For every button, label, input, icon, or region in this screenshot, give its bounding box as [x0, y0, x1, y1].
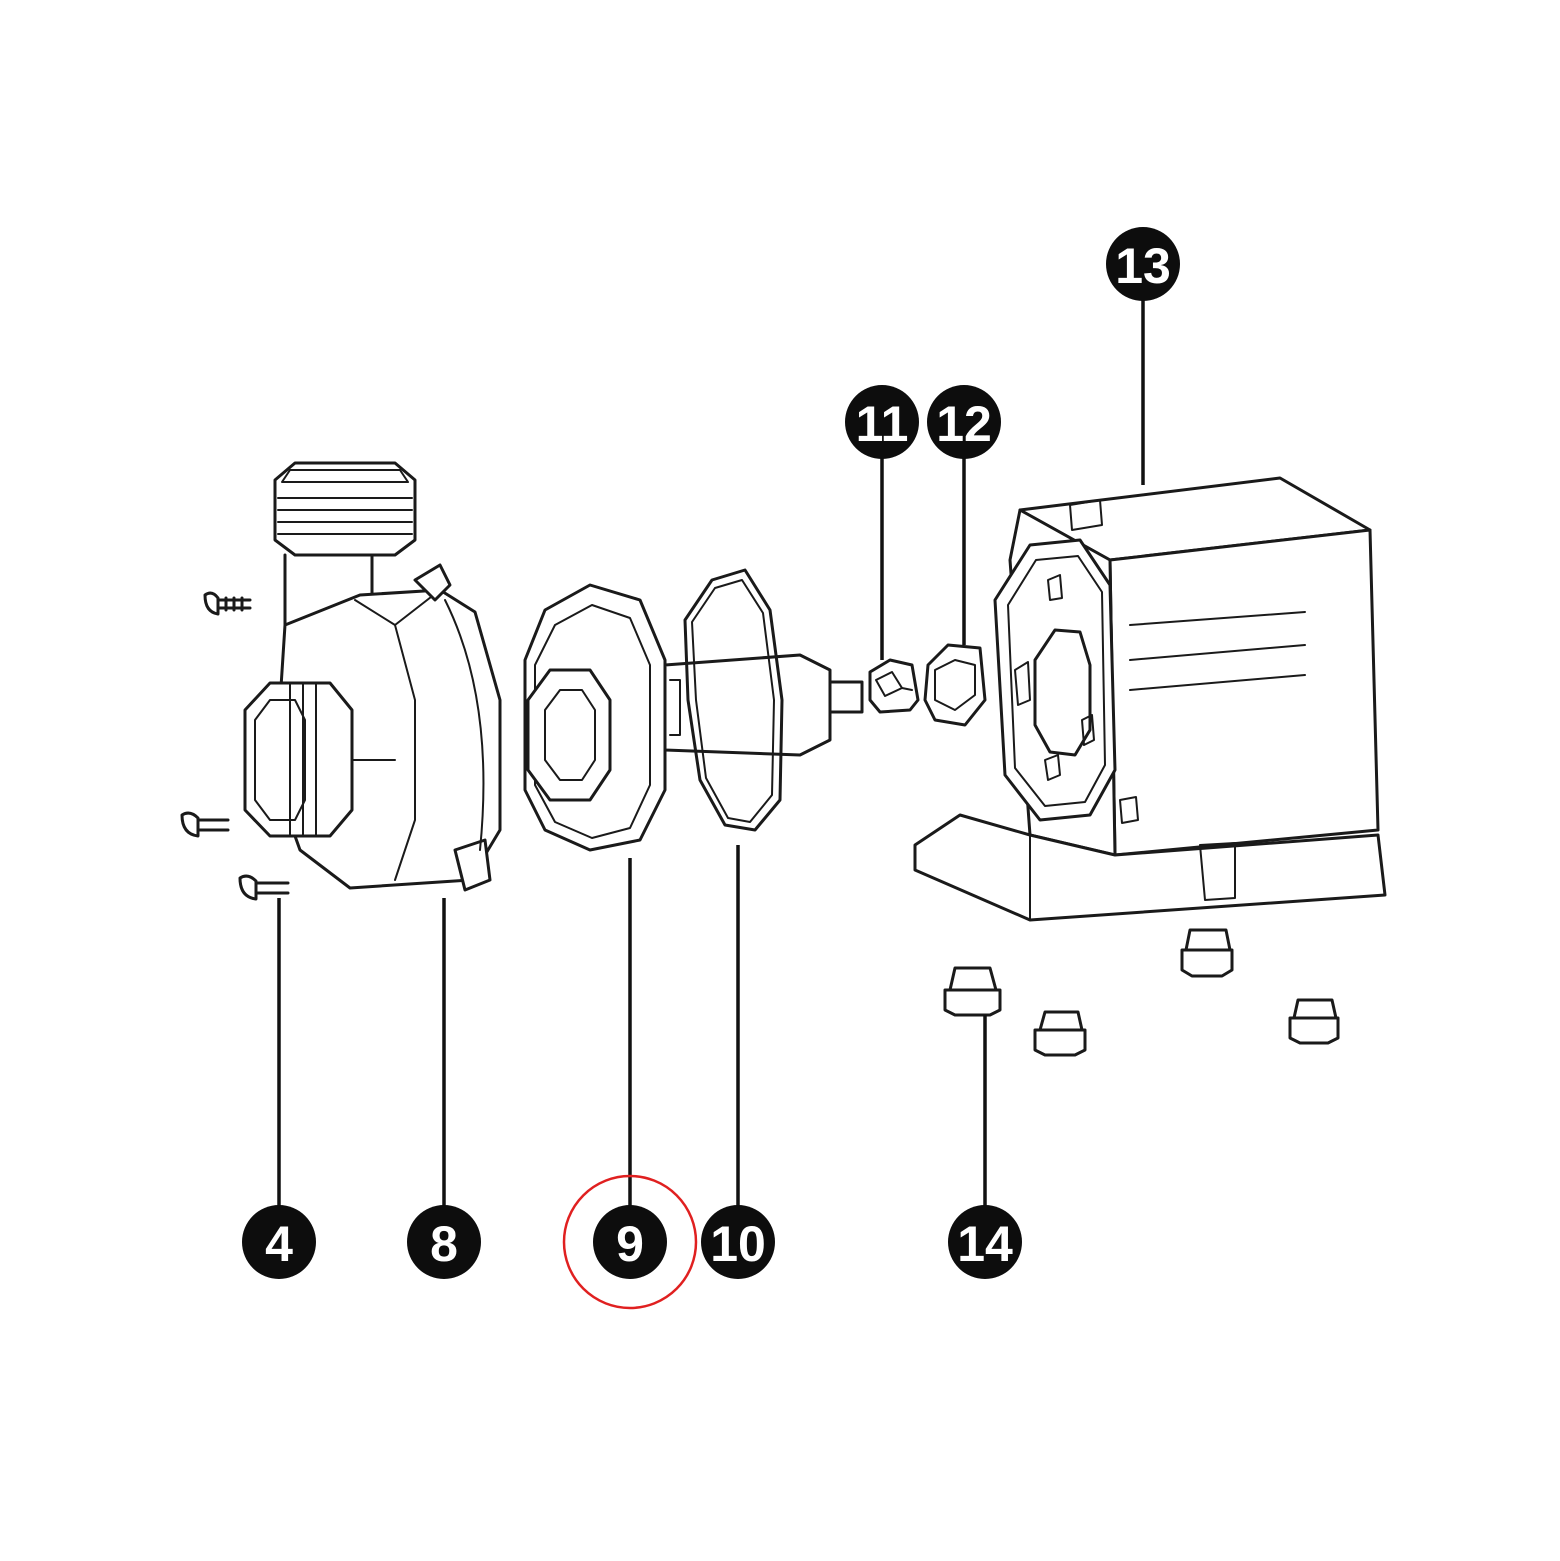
leader-lines — [277, 300, 1145, 1210]
callout-13: 13 — [1106, 227, 1180, 301]
callout-12-label: 12 — [936, 396, 992, 452]
callout-13-label: 13 — [1115, 238, 1171, 294]
motor-part — [913, 476, 1387, 922]
highlight-ring — [562, 1174, 698, 1310]
callout-11: 11 — [845, 385, 919, 459]
pump-housing-part — [243, 461, 502, 892]
callout-11-label: 11 — [856, 396, 909, 452]
callout-10-label: 10 — [710, 1216, 766, 1272]
callout-4: 4 — [242, 1205, 316, 1279]
callout-10: 10 — [701, 1205, 775, 1279]
o-ring-part — [683, 568, 784, 832]
callout-12: 12 — [927, 385, 1001, 459]
bushing-part — [868, 658, 920, 714]
impeller-part — [523, 583, 864, 852]
callout-9-label: 9 — [616, 1216, 644, 1272]
callout-8-label: 8 — [430, 1216, 458, 1272]
callout-14: 14 — [948, 1205, 1022, 1279]
callout-badges: 4 8 9 10 11 12 13 14 — [242, 227, 1180, 1279]
callout-9: 9 — [593, 1205, 667, 1279]
bearing-part — [923, 643, 987, 727]
callout-4-label: 4 — [265, 1216, 293, 1272]
callout-8: 8 — [407, 1205, 481, 1279]
callout-14-label: 14 — [957, 1216, 1013, 1272]
rubber-feet-part — [943, 928, 1340, 1057]
screw-parts — [180, 591, 290, 901]
